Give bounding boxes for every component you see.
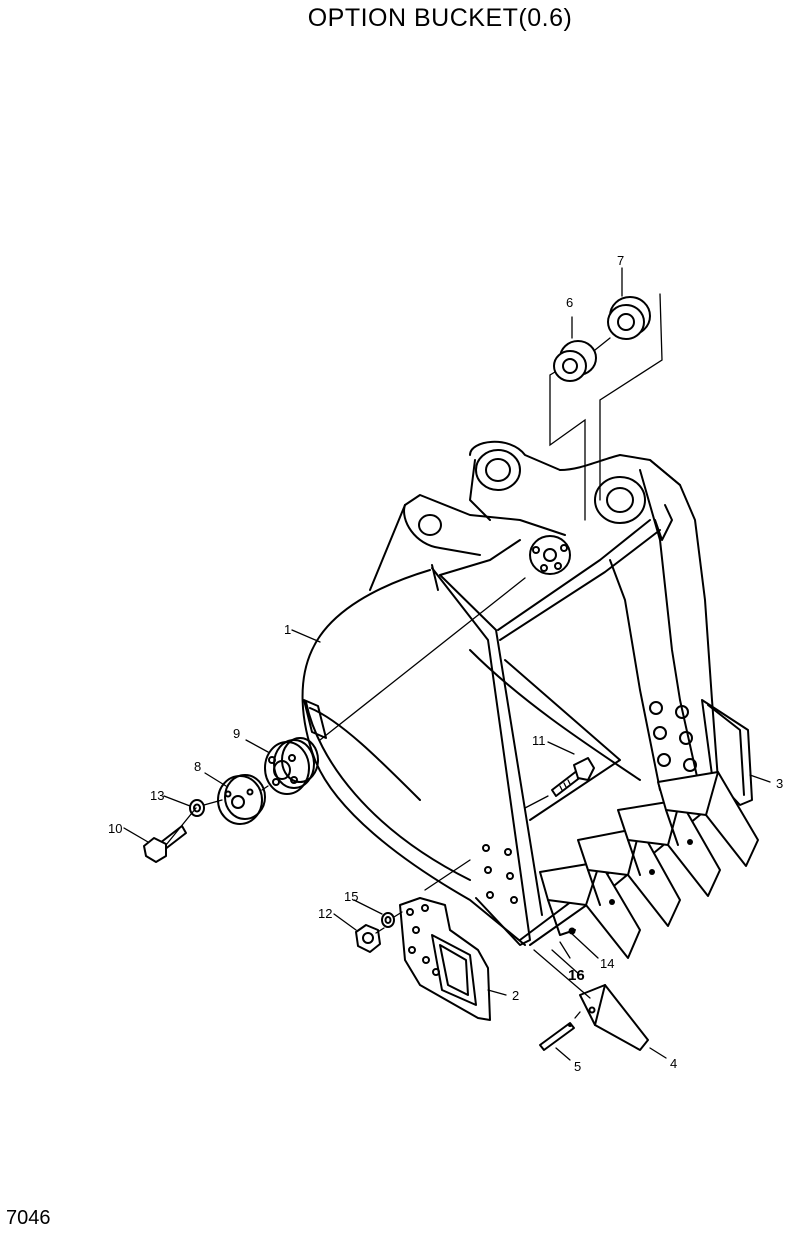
callout-8: 8	[194, 759, 201, 774]
callout-14: 14	[600, 956, 614, 971]
assembly-lines	[165, 293, 663, 1019]
bucket-teeth	[539, 771, 759, 959]
bolt-10	[143, 825, 187, 863]
tooth-pin	[539, 1022, 575, 1051]
shim-pack	[264, 737, 319, 795]
retainer-plate	[217, 774, 266, 825]
callout-2: 2	[512, 988, 519, 1003]
side-cutter	[399, 897, 491, 1021]
bucket-body	[301, 440, 753, 946]
callout-7: 7	[617, 253, 624, 268]
bolt-11	[551, 757, 595, 797]
exploded-tooth	[533, 949, 649, 1051]
bushing-7	[607, 296, 651, 340]
hex-nut	[355, 924, 381, 953]
bushing-6	[553, 340, 597, 382]
callout-16: 16	[568, 967, 585, 984]
callout-labels: 1 2 3 4 5 6 7 8 9 10 11 12 13 14 15 16	[108, 253, 783, 1074]
callout-15: 15	[344, 889, 358, 904]
callout-12: 12	[318, 906, 332, 921]
spring-washer-15	[381, 912, 395, 928]
callout-10: 10	[108, 821, 122, 836]
callout-1: 1	[284, 622, 291, 637]
side-plate-holes	[482, 844, 518, 904]
callout-5: 5	[574, 1059, 581, 1074]
callout-3: 3	[776, 776, 783, 791]
page-number: 7046	[6, 1207, 51, 1229]
callout-11: 11	[532, 733, 546, 748]
callout-13: 13	[150, 788, 164, 803]
callout-9: 9	[233, 726, 240, 741]
page-title: OPTION BUCKET(0.6)	[307, 4, 573, 32]
callout-6: 6	[566, 295, 573, 310]
callout-4: 4	[670, 1056, 677, 1071]
callout-leaders	[123, 267, 771, 1061]
